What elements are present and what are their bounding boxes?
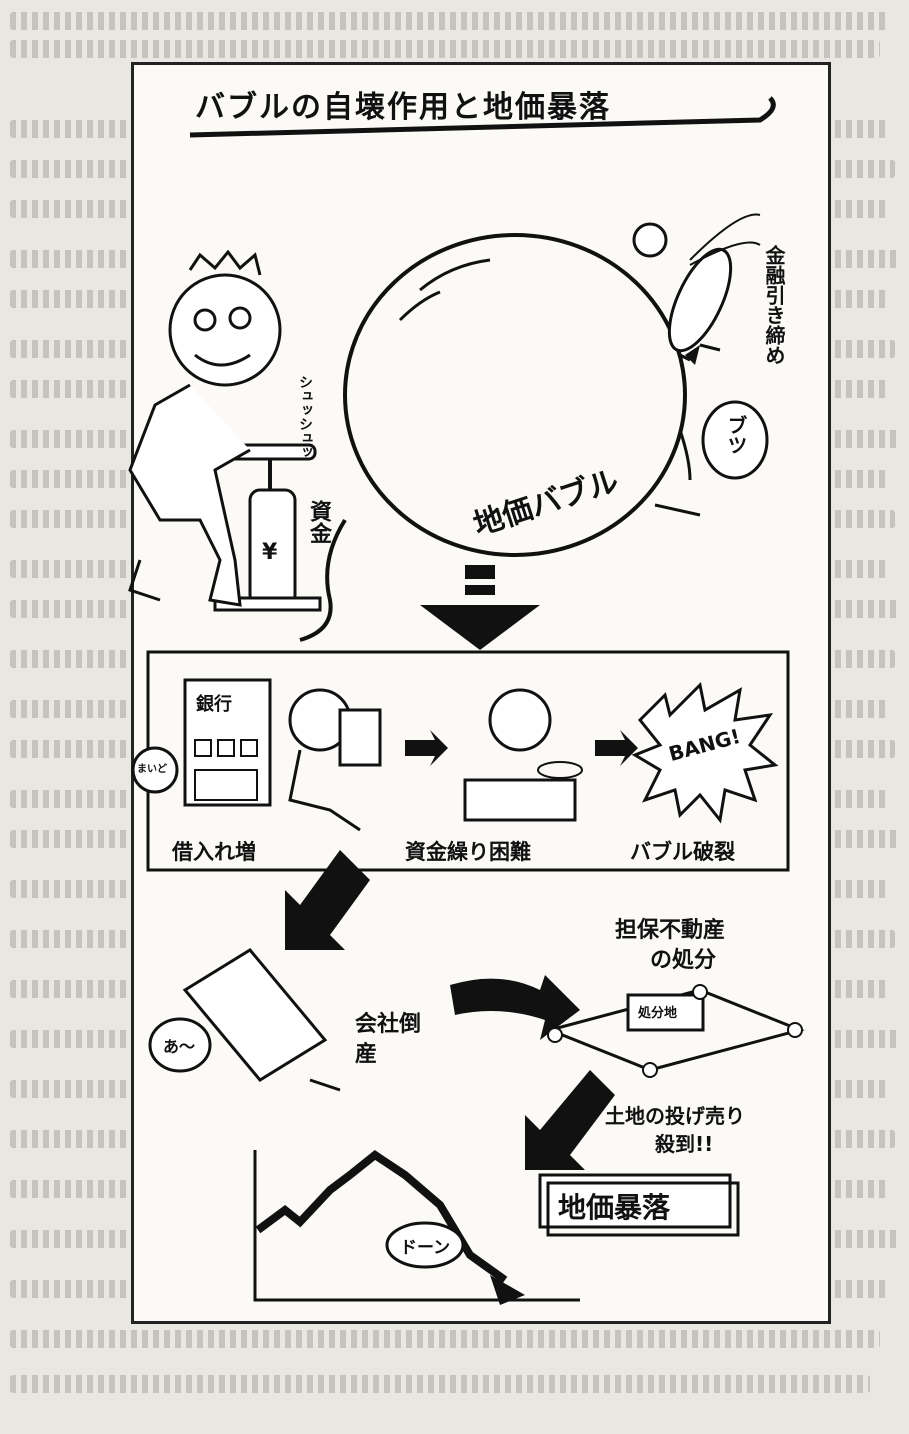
label-funding: 資金繰り困難 [405,840,531,864]
pop-sound-text: ブツ [724,415,748,455]
arrow-right-icon [405,730,448,766]
label-burst: バブル破裂 [630,840,735,864]
bank-speech: まいど [137,764,167,775]
label-borrow: 借入れ増 [172,840,256,864]
bank-sign: 銀行 [196,694,232,715]
bank-building [183,678,272,807]
price-chart-axes [253,1150,580,1302]
man-head [168,273,282,387]
pop-speech-bubble [701,400,769,480]
crash-speech-bubble [385,1221,465,1269]
curved-right-arrow-icon [450,975,580,1040]
crash-sound: ドーン [400,1238,451,1258]
collateral-line2: の処分 [650,948,717,973]
company-speech-bubble [148,1017,212,1073]
down-left-arrow-icon [285,850,370,950]
land-sale-line1: 土地の投げ売り [605,1104,745,1128]
crash-label: 地価暴落 [558,1191,671,1224]
down-arrow-icon [420,605,540,650]
page-title: バブルの自壊作用と地価暴落 [195,90,611,125]
pump-sound-text: シュッシュッ [297,375,313,459]
arrow-right-icon [595,730,638,766]
collateral-line1: 担保不動産 [615,918,726,943]
mosquito-text: 金融引き締め [762,245,786,365]
bang-burst [631,681,779,824]
man-body [128,383,251,607]
yen-symbol: ¥ [262,540,278,565]
title-underline [189,96,776,138]
pump-hose [299,518,347,642]
mosquito-body [667,247,733,353]
bubble-balloon [343,233,687,557]
down-left-arrow-icon [525,1070,615,1170]
falling-company-building [182,948,328,1082]
company-speech: あ〜 [163,1037,196,1056]
price-chart-line [255,1150,508,1284]
land-sale-line2: 殺到!! [655,1132,714,1156]
money-label: 資金 [306,500,331,544]
company-fall-label: 会社倒産 [355,1012,422,1067]
collateral-sign: 処分地 [638,1006,678,1021]
